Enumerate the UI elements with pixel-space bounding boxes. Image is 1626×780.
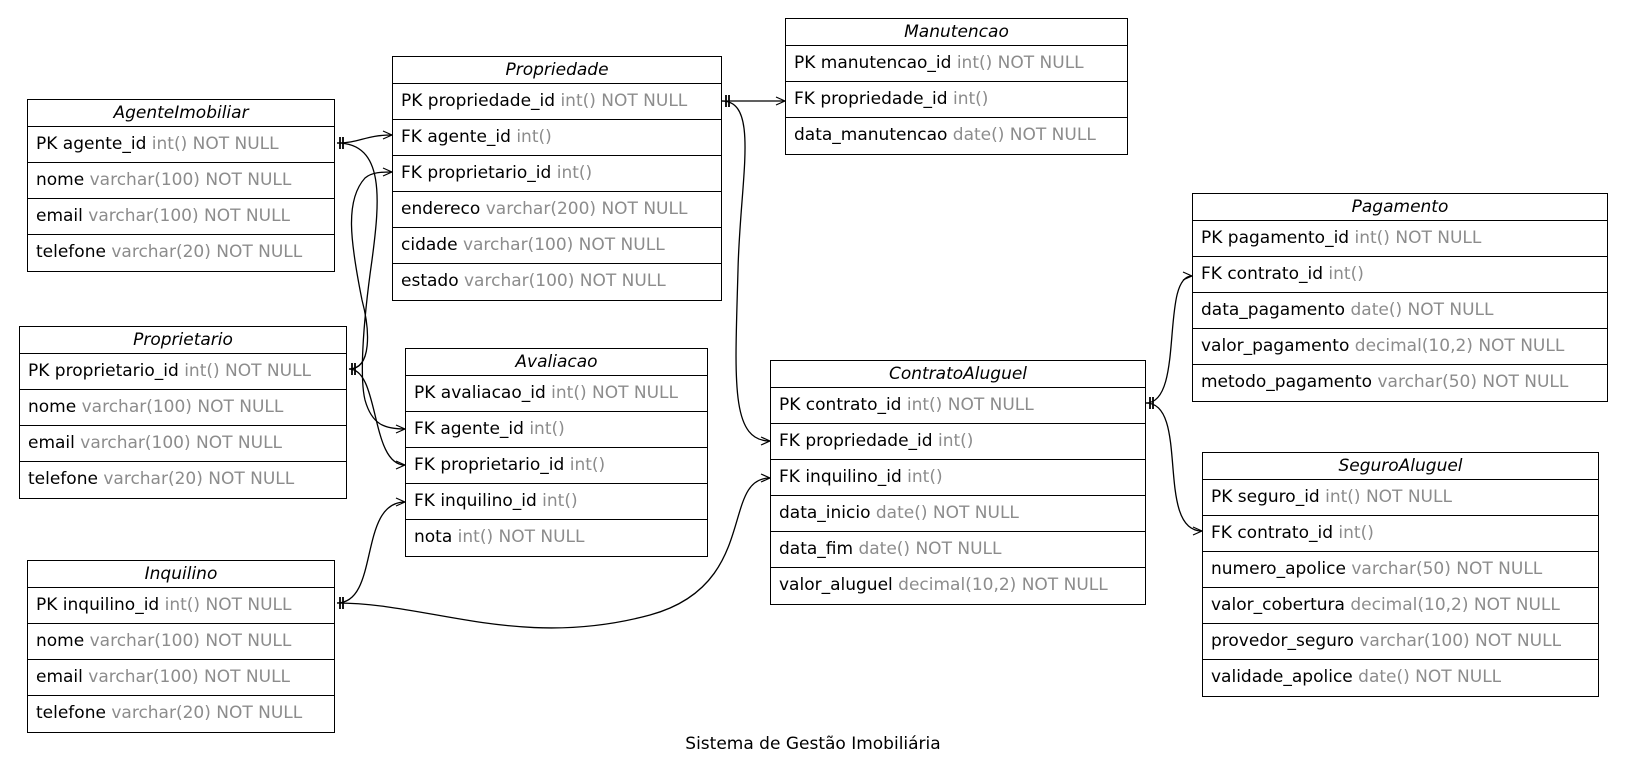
crows-foot-icon (395, 460, 406, 470)
field-row: PK agente_id int() NOT NULL (28, 127, 334, 163)
field-row: valor_cobertura decimal(10,2) NOT NULL (1203, 588, 1598, 624)
field-row: valor_pagamento decimal(10,2) NOT NULL (1193, 329, 1607, 365)
field-row: nome varchar(100) NOT NULL (28, 624, 334, 660)
field-row: data_inicio date() NOT NULL (771, 496, 1145, 532)
field-row: PK proprietario_id int() NOT NULL (20, 354, 346, 390)
entity-propriedade[interactable]: Propriedade PK propriedade_id int() NOT … (392, 56, 722, 301)
field-row: estado varchar(100) NOT NULL (401, 271, 666, 291)
field-row: FK propriedade_id int() (771, 424, 1145, 460)
edge-contrato-seguro (1145, 402, 1203, 532)
field-row: FK contrato_id int() (1203, 516, 1598, 552)
entity-title: Manutencao (786, 19, 1127, 46)
entity-title: Avaliacao (406, 349, 707, 376)
field-row: nota int() NOT NULL (414, 527, 585, 547)
edge-proprietario-propriedade (348, 171, 393, 370)
entity-title: AgenteImobiliar (28, 100, 334, 127)
field-row: FK propriedade_id int() (786, 82, 1127, 118)
field-row: FK agente_id int() (393, 120, 721, 156)
crows-foot-icon (1192, 526, 1203, 536)
crows-foot-icon (1182, 271, 1193, 281)
crows-foot-icon (760, 473, 771, 483)
field-row: PK pagamento_id int() NOT NULL (1193, 221, 1607, 257)
crows-foot-icon (395, 424, 406, 434)
crows-foot-icon (382, 167, 393, 177)
field-row: FK inquilino_id int() (771, 460, 1145, 496)
edge-agente-propriedade (336, 134, 393, 144)
field-row: email varchar(100) NOT NULL (20, 426, 346, 462)
field-row: FK inquilino_id int() (406, 484, 707, 520)
one-marker-icon (351, 363, 356, 375)
field-row: FK agente_id int() (406, 412, 707, 448)
field-row: FK proprietario_id int() (393, 156, 721, 192)
edge-inquilino-avaliacao (336, 501, 406, 604)
entity-manutencao[interactable]: Manutencao PK manutencao_id int() NOT NU… (785, 18, 1128, 155)
field-row: email varchar(100) NOT NULL (28, 660, 334, 696)
field-row: PK avaliacao_id int() NOT NULL (406, 376, 707, 412)
one-marker-icon (339, 597, 344, 609)
crows-foot-icon (760, 436, 771, 446)
entity-contrato-aluguel[interactable]: ContratoAluguel PK contrato_id int() NOT… (770, 360, 1146, 605)
entity-title: Proprietario (20, 327, 346, 354)
field-row: validade_apolice date() NOT NULL (1211, 667, 1502, 687)
one-marker-icon (339, 137, 344, 149)
field-row: data_fim date() NOT NULL (771, 532, 1145, 568)
field-row: PK manutencao_id int() NOT NULL (786, 46, 1127, 82)
entity-proprietario[interactable]: Proprietario PK proprietario_id int() NO… (19, 326, 347, 499)
field-row: FK contrato_id int() (1193, 257, 1607, 293)
entity-avaliacao[interactable]: Avaliacao PK avaliacao_id int() NOT NULL… (405, 348, 708, 557)
field-row: nome varchar(100) NOT NULL (20, 390, 346, 426)
crows-foot-icon (382, 130, 393, 140)
diagram-caption: Sistema de Gestão Imobiliária (685, 734, 941, 754)
field-row: numero_apolice varchar(50) NOT NULL (1203, 552, 1598, 588)
field-row: nome varchar(100) NOT NULL (28, 163, 334, 199)
field-row: data_pagamento date() NOT NULL (1193, 293, 1607, 329)
entity-title: SeguroAluguel (1203, 453, 1598, 480)
one-marker-icon (725, 95, 730, 107)
field-row: provedor_seguro varchar(100) NOT NULL (1203, 624, 1598, 660)
entity-inquilino[interactable]: Inquilino PK inquilino_id int() NOT NULL… (27, 560, 335, 733)
field-row: cidade varchar(100) NOT NULL (393, 228, 721, 264)
field-row: telefone varchar(20) NOT NULL (28, 469, 295, 489)
field-row: PK seguro_id int() NOT NULL (1203, 480, 1598, 516)
field-row: PK contrato_id int() NOT NULL (771, 388, 1145, 424)
edge-proprietario-avaliacao (348, 368, 406, 466)
entity-title: Pagamento (1193, 194, 1607, 221)
field-row: telefone varchar(20) NOT NULL (36, 703, 303, 723)
field-row: data_manutencao date() NOT NULL (794, 125, 1096, 145)
entity-title: Inquilino (28, 561, 334, 588)
field-row: PK inquilino_id int() NOT NULL (28, 588, 334, 624)
field-row: FK proprietario_id int() (406, 448, 707, 484)
edge-contrato-pagamento (1145, 275, 1193, 404)
entity-seguro-aluguel[interactable]: SeguroAluguel PK seguro_id int() NOT NUL… (1202, 452, 1599, 697)
one-marker-icon (1149, 397, 1154, 409)
edge-propriedade-contrato (721, 100, 771, 442)
entity-title: ContratoAluguel (771, 361, 1145, 388)
crows-foot-icon (395, 497, 406, 507)
field-row: PK propriedade_id int() NOT NULL (393, 84, 721, 120)
entity-agente-imobiliar[interactable]: AgenteImobiliar PK agente_id int() NOT N… (27, 99, 335, 272)
field-row: email varchar(100) NOT NULL (28, 199, 334, 235)
crows-foot-icon (775, 96, 786, 106)
field-row: endereco varchar(200) NOT NULL (393, 192, 721, 228)
entity-title: Propriedade (393, 57, 721, 84)
field-row: valor_aluguel decimal(10,2) NOT NULL (779, 575, 1108, 595)
entity-pagamento[interactable]: Pagamento PK pagamento_id int() NOT NULL… (1192, 193, 1608, 402)
field-row: telefone varchar(20) NOT NULL (36, 242, 303, 262)
field-row: metodo_pagamento varchar(50) NOT NULL (1201, 372, 1569, 392)
